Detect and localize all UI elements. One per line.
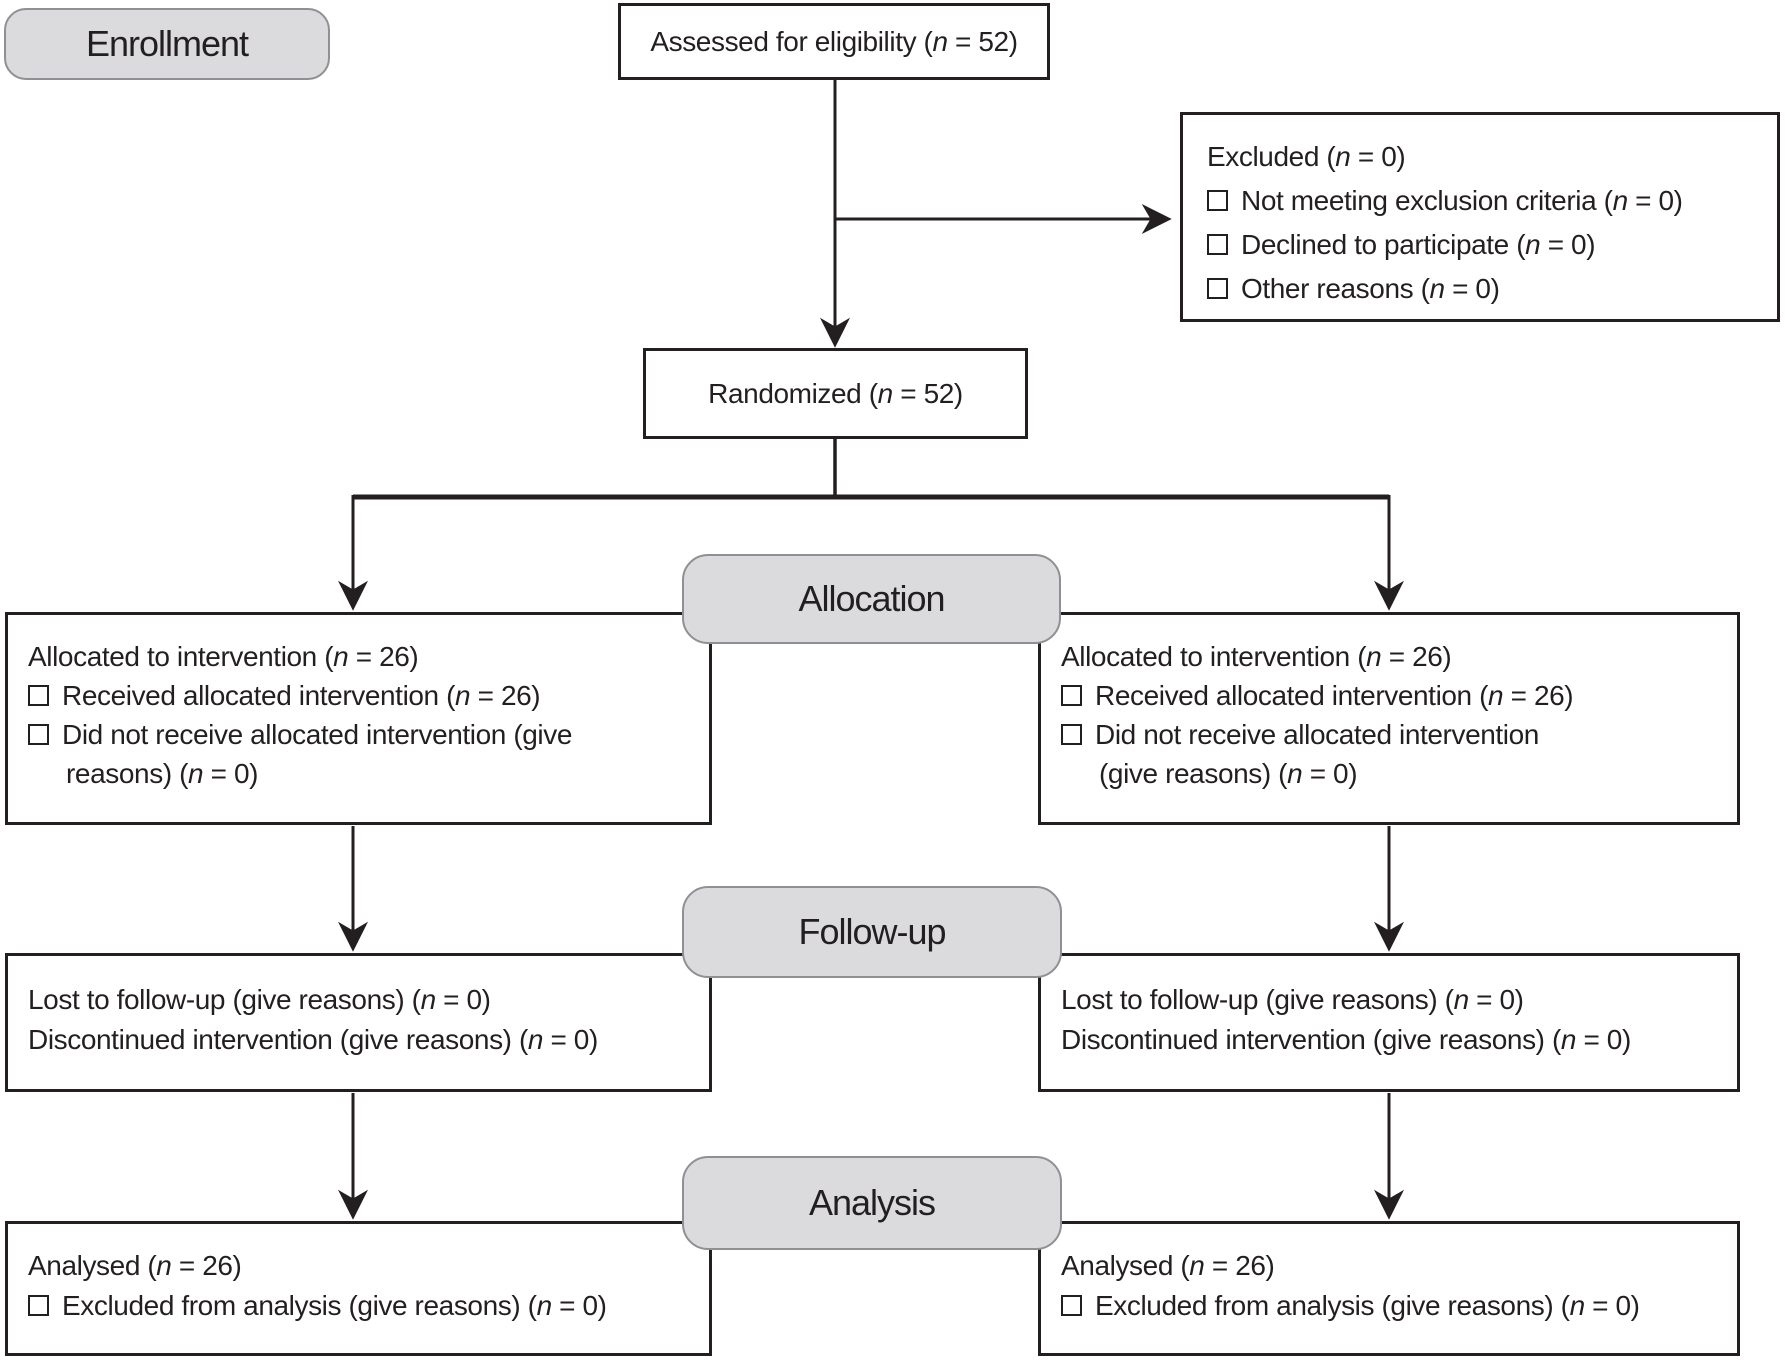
allocation-right-item: Received allocated intervention (n = 26) — [1061, 676, 1719, 715]
checkbox-icon — [1061, 1295, 1082, 1316]
randomized-box: Randomized (n = 52) — [643, 348, 1028, 439]
checkbox-icon — [1207, 234, 1228, 255]
allocation-left-title: Allocated to intervention (n = 26) — [28, 641, 419, 672]
stage-pill-allocation: Allocation — [682, 554, 1061, 644]
checkbox-icon — [1207, 278, 1228, 299]
excluded-item: Other reasons (n = 0) — [1207, 267, 1767, 311]
stage-label-enrollment: Enrollment — [85, 23, 249, 64]
followup-left-line: Lost to follow-up (give reasons) (n = 0) — [28, 984, 491, 1015]
analysis-right-title: Analysed (n = 26) — [1061, 1250, 1275, 1281]
checkbox-icon — [1207, 190, 1228, 211]
assessed-box: Assessed for eligibility (n = 52) — [618, 3, 1050, 80]
followup-left-box: Lost to follow-up (give reasons) (n = 0)… — [5, 953, 712, 1092]
analysis-left-title: Analysed (n = 26) — [28, 1250, 242, 1281]
allocation-right-box: Allocated to intervention (n = 26) Recei… — [1038, 612, 1740, 825]
checkbox-icon — [28, 685, 49, 706]
analysis-right-item: Excluded from analysis (give reasons) (n… — [1061, 1286, 1719, 1326]
allocation-right-item: Did not receive allocated intervention(g… — [1061, 715, 1719, 793]
allocation-left-item: Did not receive allocated intervention (… — [28, 715, 691, 793]
allocation-right-title: Allocated to intervention (n = 26) — [1061, 641, 1452, 672]
randomized-text: Randomized (n = 52) — [708, 378, 963, 409]
followup-right-line: Lost to follow-up (give reasons) (n = 0) — [1061, 984, 1524, 1015]
checkbox-icon — [1061, 685, 1082, 706]
assessed-text: Assessed for eligibility (n = 52) — [650, 26, 1018, 57]
stage-label-allocation: Allocation — [798, 578, 945, 619]
excluded-item: Declined to participate (n = 0) — [1207, 223, 1767, 267]
allocation-left-box: Allocated to intervention (n = 26) Recei… — [5, 612, 712, 825]
analysis-left-box: Analysed (n = 26) Excluded from analysis… — [5, 1221, 712, 1356]
checkbox-icon — [28, 724, 49, 745]
excluded-box: Excluded (n = 0) Not meeting exclusion c… — [1180, 112, 1780, 322]
followup-right-box: Lost to follow-up (give reasons) (n = 0)… — [1038, 953, 1740, 1092]
stage-pill-followup: Follow-up — [682, 886, 1062, 978]
analysis-left-item: Excluded from analysis (give reasons) (n… — [28, 1286, 691, 1326]
stage-pill-analysis: Analysis — [682, 1156, 1062, 1250]
stage-label-analysis: Analysis — [808, 1182, 936, 1223]
followup-right-line: Discontinued intervention (give reasons)… — [1061, 1024, 1631, 1055]
checkbox-icon — [28, 1295, 49, 1316]
stage-label-followup: Follow-up — [798, 911, 946, 952]
stage-pill-enrollment: Enrollment — [4, 8, 330, 80]
excluded-item: Not meeting exclusion criteria (n = 0) — [1207, 179, 1767, 223]
excluded-title: Excluded (n = 0) — [1207, 141, 1406, 172]
analysis-right-box: Analysed (n = 26) Excluded from analysis… — [1038, 1221, 1740, 1356]
checkbox-icon — [1061, 724, 1082, 745]
allocation-left-item: Received allocated intervention (n = 26) — [28, 676, 691, 715]
followup-left-line: Discontinued intervention (give reasons)… — [28, 1024, 598, 1055]
